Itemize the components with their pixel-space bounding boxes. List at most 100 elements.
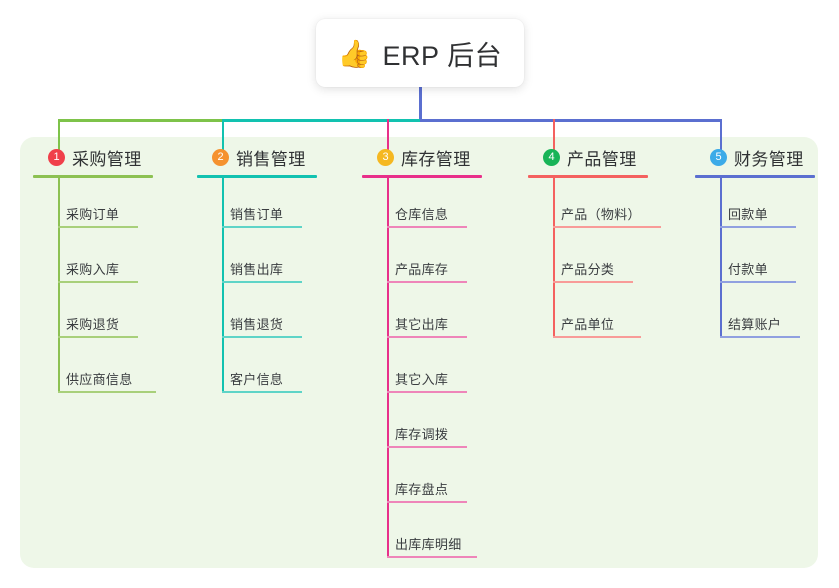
list-item-label: 销售退货	[230, 317, 284, 332]
column-4: 4 产品管理产品（物料） 产品分类产品单位	[528, 144, 661, 343]
connector-drop-1	[58, 119, 60, 152]
list-item[interactable]: 采购退货	[33, 288, 153, 343]
list-item[interactable]: 其它出库	[362, 288, 482, 343]
list-item[interactable]: 销售出库	[197, 233, 317, 288]
list-item-rule	[58, 336, 138, 338]
list-item-rule	[387, 446, 467, 448]
list-item-label: 其它入库	[395, 372, 449, 387]
column-header-5[interactable]: 5 财务管理	[695, 144, 815, 170]
column-1: 1 采购管理采购订单采购入库采购退货供应商信息	[33, 144, 156, 398]
column-items-5: 回款单付款单结算账户	[695, 178, 815, 343]
list-item[interactable]: 采购入库	[33, 233, 153, 288]
list-item-rule	[720, 226, 796, 228]
list-item[interactable]: 库存盘点	[362, 453, 482, 508]
list-item[interactable]: 产品库存	[362, 233, 482, 288]
column-header-rule-3	[362, 175, 482, 178]
list-item-label: 采购退货	[66, 317, 120, 332]
list-item-rule	[720, 281, 796, 283]
column-2: 2 销售管理销售订单销售出库销售退货客户信息	[197, 144, 317, 398]
list-item[interactable]: 产品单位	[528, 288, 648, 343]
column-stem-1	[58, 178, 60, 393]
list-item-label: 客户信息	[230, 372, 284, 387]
list-item[interactable]: 供应商信息	[33, 343, 156, 398]
list-item-label: 仓库信息	[395, 207, 449, 222]
list-item[interactable]: 付款单	[695, 233, 815, 288]
list-item[interactable]: 结算账户	[695, 288, 815, 343]
list-item-rule	[222, 281, 302, 283]
list-item-rule	[387, 556, 477, 558]
list-item-rule	[553, 281, 633, 283]
list-item[interactable]: 仓库信息	[362, 178, 482, 233]
list-item-rule	[387, 391, 467, 393]
list-item-label: 其它出库	[395, 317, 449, 332]
list-item-label: 产品（物料）	[561, 207, 641, 222]
list-item-label: 产品库存	[395, 262, 449, 277]
connector-drop-3	[387, 119, 389, 152]
list-item[interactable]: 出库库明细	[362, 508, 482, 563]
list-item-label: 库存调拨	[395, 427, 449, 442]
list-item-rule	[58, 226, 138, 228]
column-items-3: 仓库信息产品库存其它出库其它入库库存调拨库存盘点出库库明细	[362, 178, 482, 563]
column-header-rule-1	[33, 175, 153, 178]
column-items-1: 采购订单采购入库采购退货供应商信息	[33, 178, 156, 398]
list-item-label: 销售出库	[230, 262, 284, 277]
list-item-label: 回款单	[728, 207, 768, 222]
thumbs-up-icon: 👍	[337, 38, 372, 69]
list-item-rule	[387, 281, 467, 283]
list-item-rule	[222, 336, 302, 338]
column-items-4: 产品（物料） 产品分类产品单位	[528, 178, 661, 343]
list-item-label: 供应商信息	[66, 372, 133, 387]
column-title-3: 库存管理	[401, 149, 471, 169]
list-item[interactable]: 产品（物料）	[528, 178, 661, 233]
list-item[interactable]: 客户信息	[197, 343, 317, 398]
list-item[interactable]: 产品分类	[528, 233, 648, 288]
list-item-rule	[58, 391, 156, 393]
connector-bar-segment-3	[420, 119, 722, 122]
list-item-label: 付款单	[728, 262, 768, 277]
list-item[interactable]: 采购订单	[33, 178, 153, 233]
column-title-1: 采购管理	[72, 149, 142, 169]
column-title-5: 财务管理	[734, 149, 804, 169]
list-item-rule	[720, 336, 800, 338]
column-badge-3: 3	[377, 148, 394, 166]
list-item-label: 库存盘点	[395, 482, 449, 497]
column-header-4[interactable]: 4 产品管理	[528, 144, 648, 170]
list-item-label: 产品单位	[561, 317, 615, 332]
list-item-rule	[553, 226, 661, 228]
list-item[interactable]: 其它入库	[362, 343, 482, 398]
column-5: 5 财务管理回款单付款单结算账户	[695, 144, 815, 343]
column-header-1[interactable]: 1 采购管理	[33, 144, 153, 170]
column-badge-5: 5	[710, 148, 727, 166]
column-badge-2: 2	[212, 148, 229, 166]
root-title: ERP 后台	[382, 40, 503, 71]
list-item-label: 出库库明细	[395, 537, 462, 552]
column-title-4: 产品管理	[567, 149, 637, 169]
list-item[interactable]: 库存调拨	[362, 398, 482, 453]
column-header-rule-4	[528, 175, 648, 178]
connector-drop-5	[720, 119, 722, 152]
root-drop-line	[419, 87, 422, 122]
list-item-rule	[58, 281, 138, 283]
column-badge-4: 4	[543, 148, 560, 166]
list-item-label: 结算账户	[728, 317, 782, 332]
column-stem-4	[553, 178, 555, 338]
connector-drop-4	[553, 119, 555, 152]
column-header-2[interactable]: 2 销售管理	[197, 144, 317, 170]
list-item-rule	[387, 501, 467, 503]
column-stem-5	[720, 178, 722, 338]
list-item[interactable]: 销售退货	[197, 288, 317, 343]
list-item-label: 采购入库	[66, 262, 120, 277]
column-items-2: 销售订单销售出库销售退货客户信息	[197, 178, 317, 398]
list-item[interactable]: 回款单	[695, 178, 815, 233]
root-node[interactable]: 👍 ERP 后台	[316, 19, 524, 87]
list-item-label: 销售订单	[230, 207, 284, 222]
column-header-3[interactable]: 3 库存管理	[362, 144, 482, 170]
column-badge-1: 1	[48, 148, 65, 166]
column-stem-3	[387, 178, 389, 558]
list-item[interactable]: 销售订单	[197, 178, 317, 233]
column-title-2: 销售管理	[236, 149, 306, 169]
column-header-rule-2	[197, 175, 317, 178]
connector-drop-2	[222, 119, 224, 152]
diagram-panel	[20, 137, 818, 568]
